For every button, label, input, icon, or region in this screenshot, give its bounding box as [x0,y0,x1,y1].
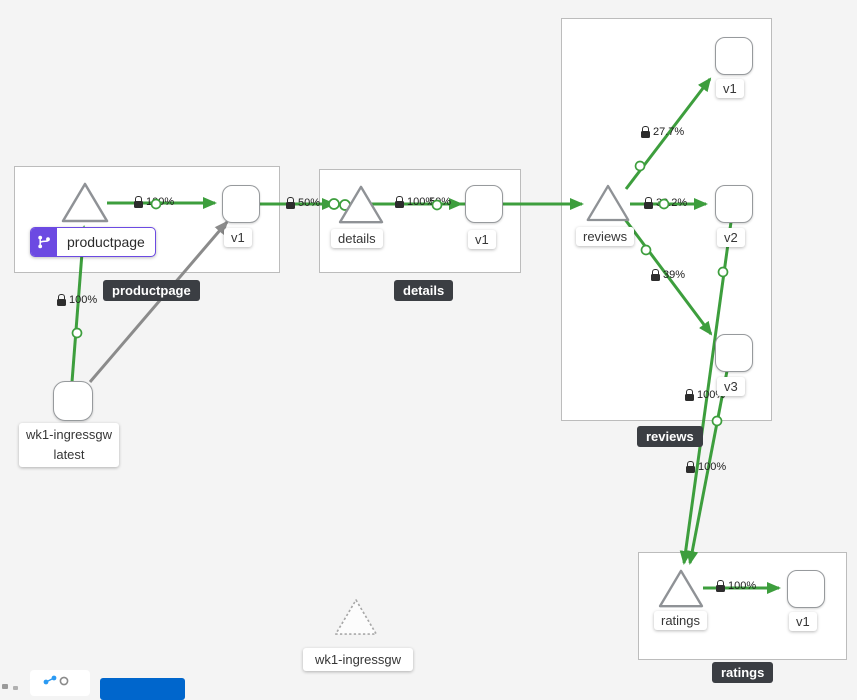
node-ratings-v1[interactable] [787,570,825,608]
lock-icon [286,197,295,209]
edge-percent: 33.2% [656,197,688,209]
node-ratings-service[interactable] [657,568,705,614]
lock-icon [57,294,66,306]
edge-label-productpage-reviews: 50% [429,196,451,208]
node-label-productpage-v1: v1 [224,228,252,247]
node-label-reviews-v1: v1 [716,79,744,98]
lock-icon [641,126,650,138]
edge-label-productpage-details: 50% [286,197,320,209]
node-label-details: details [331,229,383,248]
node-label-reviews-v2: v2 [717,228,745,247]
group-hover-label-productpage: productpage [103,280,200,301]
edge-percent: 50% [298,197,321,209]
node-label-reviews-v3: v3 [717,377,745,396]
edge-label-reviews-v1: 27.7% [641,126,684,138]
toolbar-chip[interactable] [30,670,90,696]
edge-label-reviews-v3: 39% [651,269,685,281]
edge-ring [71,327,83,339]
edge-percent: 50% [429,196,452,208]
node-reviews-v1[interactable] [715,37,753,75]
node-label-ratings-v1: v1 [789,612,817,631]
edge-label-productpage-v1: 100% [134,196,174,208]
edge-label-v3-ratings: 100% [686,461,726,473]
edge-percent: 100% [698,461,727,473]
triangle-service-icon [338,185,384,224]
node-label: productpage [67,234,145,250]
node-details-v1[interactable] [465,185,503,223]
node-reviews-v3[interactable] [715,334,753,372]
node-details-service[interactable] [337,184,385,230]
edge-percent: 100% [69,294,98,306]
node-productpage-v1[interactable] [222,185,260,223]
toolbar-partial-icon[interactable] [2,684,8,689]
workload-version: latest [53,447,85,462]
edge-percent: 27.7% [653,126,685,138]
triangle-service-icon [658,569,704,608]
lock-icon [644,197,653,209]
code-branch-icon [31,228,57,256]
lock-icon [651,269,660,281]
node-label-details-v1: v1 [468,230,496,249]
node-reviews-service[interactable] [585,183,631,228]
node-reviews-v2[interactable] [715,185,753,223]
graph-layout-icon [43,675,69,686]
triangle-service-dashed-icon [334,599,378,635]
node-ingress-service-idle[interactable] [333,597,379,642]
node-productpage-service[interactable] [60,181,110,229]
edge-percent: 39% [663,269,686,281]
group-hover-label-ratings: ratings [712,662,774,683]
group-hover-label-reviews: reviews [637,426,703,447]
lock-icon [685,389,694,401]
node-label-ratings: ratings [654,611,708,630]
node-label-reviews: reviews [576,227,635,246]
node-ingress-workload[interactable] [53,381,93,421]
lock-icon [716,580,725,592]
lock-icon [686,461,695,473]
edge-label-reviews-v2: 33.2% [644,197,687,209]
lock-icon [395,196,404,208]
edge-label-ratings-v1: 100% [716,580,756,592]
node-label-ingress-service: wk1-ingressgw [303,648,413,671]
edge-percent: 100% [146,196,175,208]
edge-label-ingress-productpage: 100% [57,294,97,306]
legend-button[interactable] [100,678,185,700]
triangle-service-icon [61,182,109,223]
toolbar-partial-icon[interactable] [13,686,18,690]
lock-icon [134,196,143,208]
node-label-productpage-with-vs-badge[interactable]: productpage [30,227,156,257]
node-label-ingress-workload: wk1-ingressgw latest [19,423,119,467]
group-hover-label-details: details [394,280,454,301]
triangle-service-icon [586,184,630,222]
workload-name: wk1-ingressgw [26,427,112,442]
edge-percent: 100% [728,580,757,592]
